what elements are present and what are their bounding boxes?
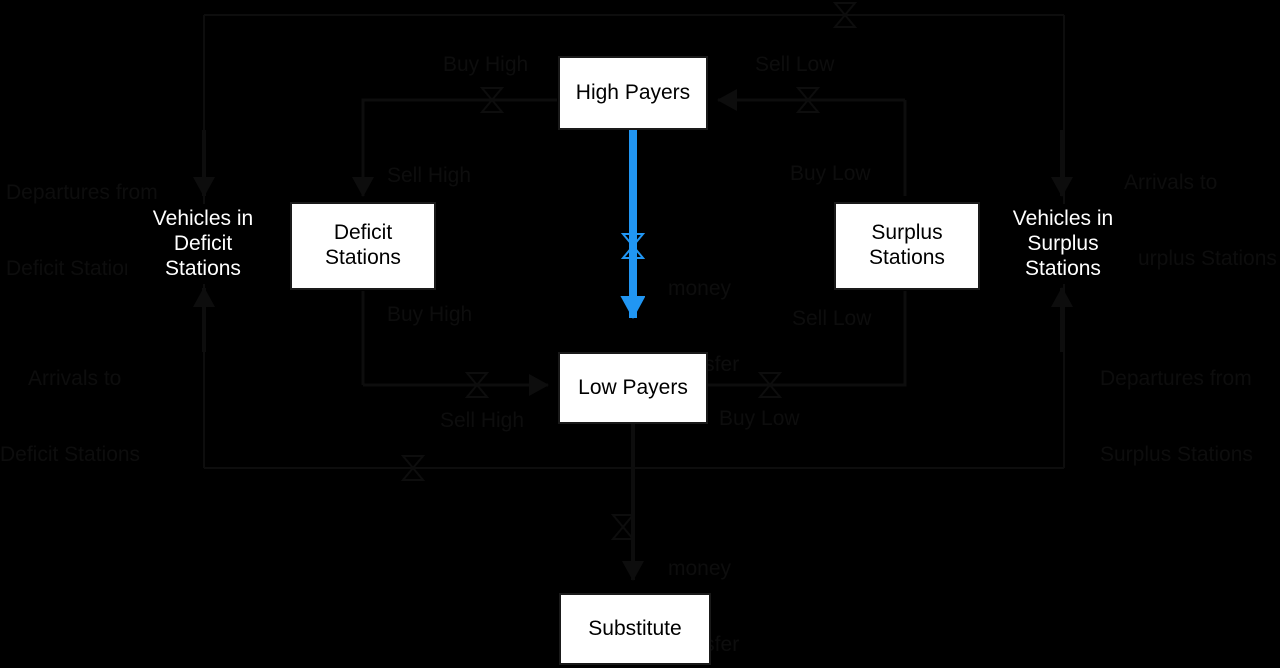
flow-label-sell-low-lower: Sell Low (792, 307, 872, 330)
money-transfer-lower-line-1: money (668, 557, 732, 581)
vehicles-in-deficit-line-2: Deficit (173, 232, 233, 256)
node-high-payers-label: High Payers (575, 80, 691, 104)
flow-sell-high-to-low-payers (361, 291, 549, 396)
arrivals-to-deficit-line-1: Arrivals to (28, 367, 122, 391)
flow-label-buy-low-upper: Buy Low (790, 162, 871, 185)
stock-label-vehicles-in-surplus-stations: Vehicles in Surplus Stations (988, 204, 1138, 284)
valve-money-transfer-upper (620, 233, 646, 259)
flow-label-departures-from-surplus-stations: Departures from Surplus Stations (1100, 316, 1253, 518)
arrivals-to-surplus-line-1: Arrivals to (1124, 171, 1218, 195)
departures-from-surplus-line-1: Departures from (1100, 367, 1252, 391)
node-high-payers[interactable]: High Payers (558, 56, 708, 130)
arrivals-to-deficit-line-2: Deficit Stations (0, 442, 141, 466)
departures-from-surplus-line-2: Surplus Stations (1100, 442, 1253, 466)
node-substitute-label: Substitute (588, 616, 682, 640)
flow-label-buy-high-lower: Buy High (387, 303, 473, 326)
valve-sell-high-bottom (464, 372, 490, 398)
valve-buy-low-bottom (757, 372, 783, 398)
valve-money-transfer-lower (610, 514, 636, 540)
flow-label-arrivals-to-deficit-stations: Arrivals to Deficit Stations (0, 316, 140, 518)
node-low-payers[interactable]: Low Payers (558, 352, 708, 424)
flow-label-sell-high-bottom: Sell High (440, 409, 525, 432)
node-deficit-stations[interactable]: Deficit Stations (290, 202, 436, 290)
money-transfer-upper-line-1: money (668, 277, 732, 301)
flow-buy-low-to-surplus (707, 291, 907, 387)
vehicles-in-surplus-line-3: Stations (1025, 257, 1101, 281)
node-surplus-stations-label: Surplus Stations (869, 221, 945, 269)
node-low-payers-label: Low Payers (578, 375, 688, 399)
valve-outer-top (832, 2, 858, 28)
departures-from-deficit-line-1: Departures from (6, 181, 158, 205)
flow-label-sell-high-upper: Sell High (387, 164, 472, 187)
valve-sell-low-top (795, 87, 821, 113)
valve-outer-bottom (400, 455, 426, 481)
arrivals-to-surplus-line-2: Surplus Stations (1124, 246, 1277, 270)
valve-buy-high-top (479, 87, 505, 113)
flow-label-buy-low-bottom: Buy Low (719, 407, 800, 430)
vehicles-in-surplus-line-1: Vehicles in (1012, 207, 1114, 230)
flow-label-arrivals-to-surplus-stations: Arrivals to Surplus Stations (1124, 120, 1277, 322)
node-substitute[interactable]: Substitute (559, 593, 711, 665)
vehicles-in-deficit-line-3: Stations (165, 257, 241, 281)
node-surplus-stations[interactable]: Surplus Stations (834, 202, 980, 290)
flow-sell-low-to-high-payers (717, 89, 907, 196)
flow-label-buy-high-top: Buy High (443, 53, 529, 76)
vehicles-in-surplus-line-2: Surplus (1027, 232, 1099, 256)
stock-label-vehicles-in-deficit-stations: Vehicles in Deficit Stations (127, 204, 279, 284)
node-deficit-stations-label: Deficit Stations (325, 221, 401, 269)
flow-label-sell-low-top: Sell Low (755, 53, 835, 76)
vehicles-in-deficit-line-1: Vehicles in (152, 207, 254, 230)
